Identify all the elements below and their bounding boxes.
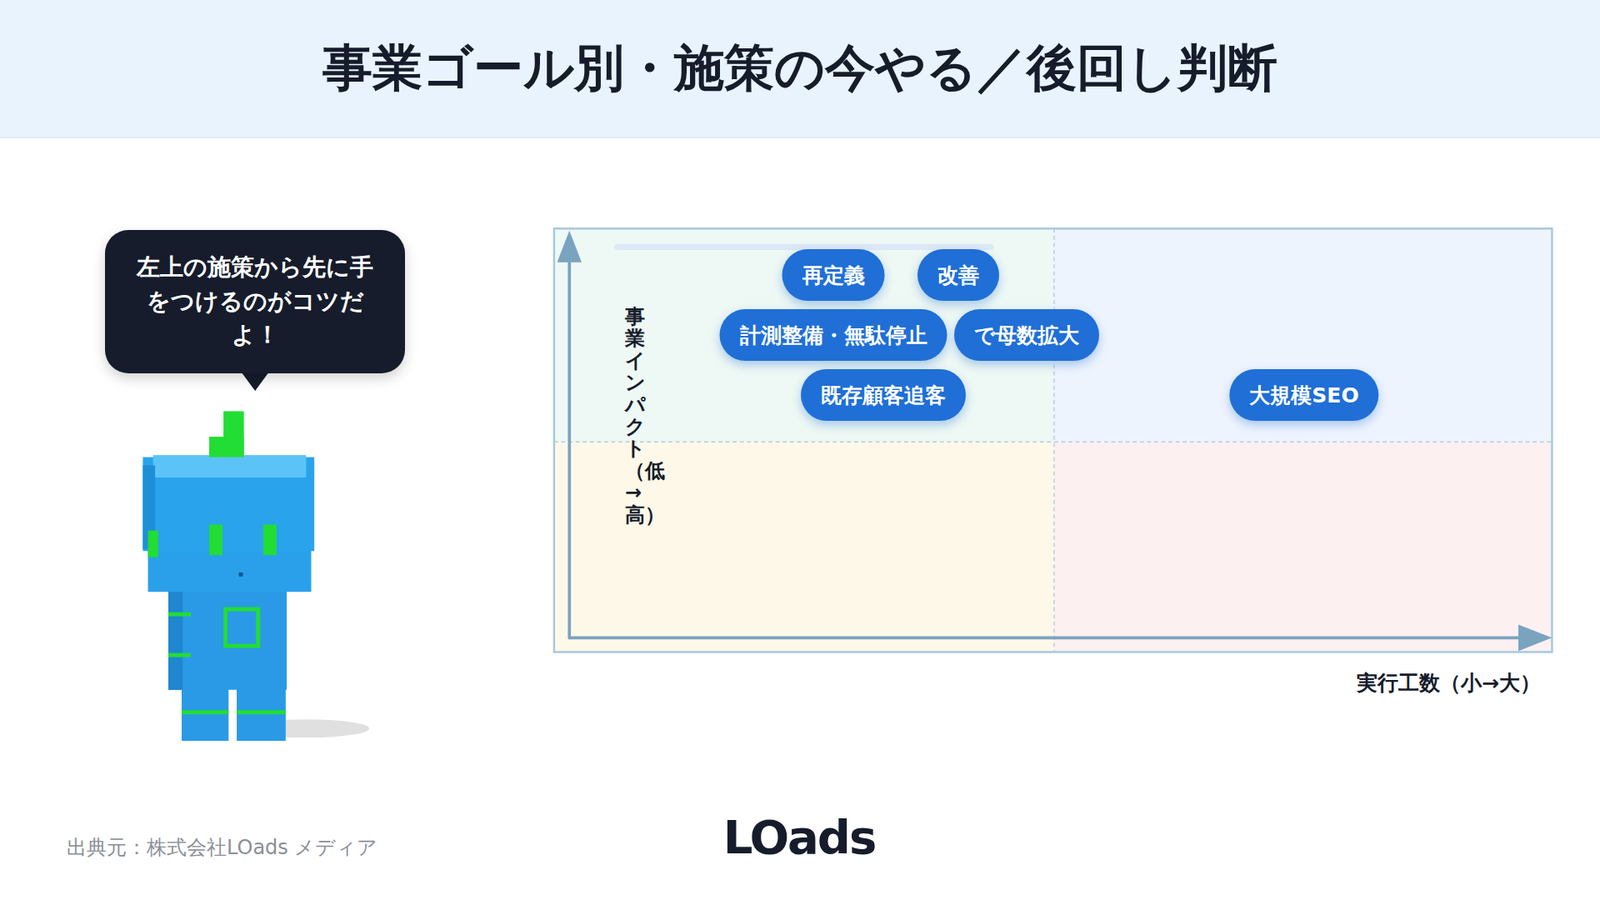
title-band [0, 0, 1600, 138]
source-note: 出典元：株式会社LOads メディア [66, 834, 378, 861]
y-axis-arrow [557, 230, 582, 263]
measure-pill: 改善 [917, 249, 1000, 301]
measure-pill: 計測整備・無駄停止 [720, 309, 948, 361]
bubble-text: 左上の施策から先に手をつけるのがコツだよ！ [128, 250, 382, 353]
pill-text: 大規模SEO [1249, 381, 1359, 410]
title-band-edge [0, 137, 1600, 139]
x-axis-label: 実行工数（小→大） [1356, 669, 1541, 697]
speech-bubble: 左上の施策から先に手をつけるのがコツだよ！ [105, 230, 405, 374]
pill-text: 既存顧客追客 [820, 381, 946, 410]
measure-pill: 大規模SEO [1229, 369, 1379, 421]
chart-frame [554, 228, 1553, 652]
x-axis [568, 635, 1523, 640]
pill-text: で母数拡大 [974, 321, 1080, 350]
mid-line-horizontal [554, 440, 1553, 442]
pill-text: 計測整備・無駄停止 [740, 321, 928, 350]
x-axis-arrow [1518, 624, 1552, 651]
quadrant-bottom-right [1054, 441, 1553, 652]
measure-pill: 再定義 [782, 249, 885, 301]
measure-pill: 既存顧客追客 [800, 369, 966, 421]
bubble-tail [240, 371, 270, 391]
quadrant-top-right [1054, 228, 1553, 442]
measure-pill: で母数拡大 [954, 309, 1100, 361]
pill-text: 改善 [937, 261, 980, 290]
y-axis-label: 事業インパクト（低→高） [625, 305, 645, 526]
pill-text: 再定義 [802, 261, 865, 290]
page-title: 事業ゴール別・施策の今やる／後回し判断 [0, 0, 1600, 138]
brand-logo: LOads [723, 810, 876, 865]
robot-character [142, 410, 370, 741]
mid-line-vertical [1053, 228, 1055, 652]
y-axis [567, 257, 571, 640]
